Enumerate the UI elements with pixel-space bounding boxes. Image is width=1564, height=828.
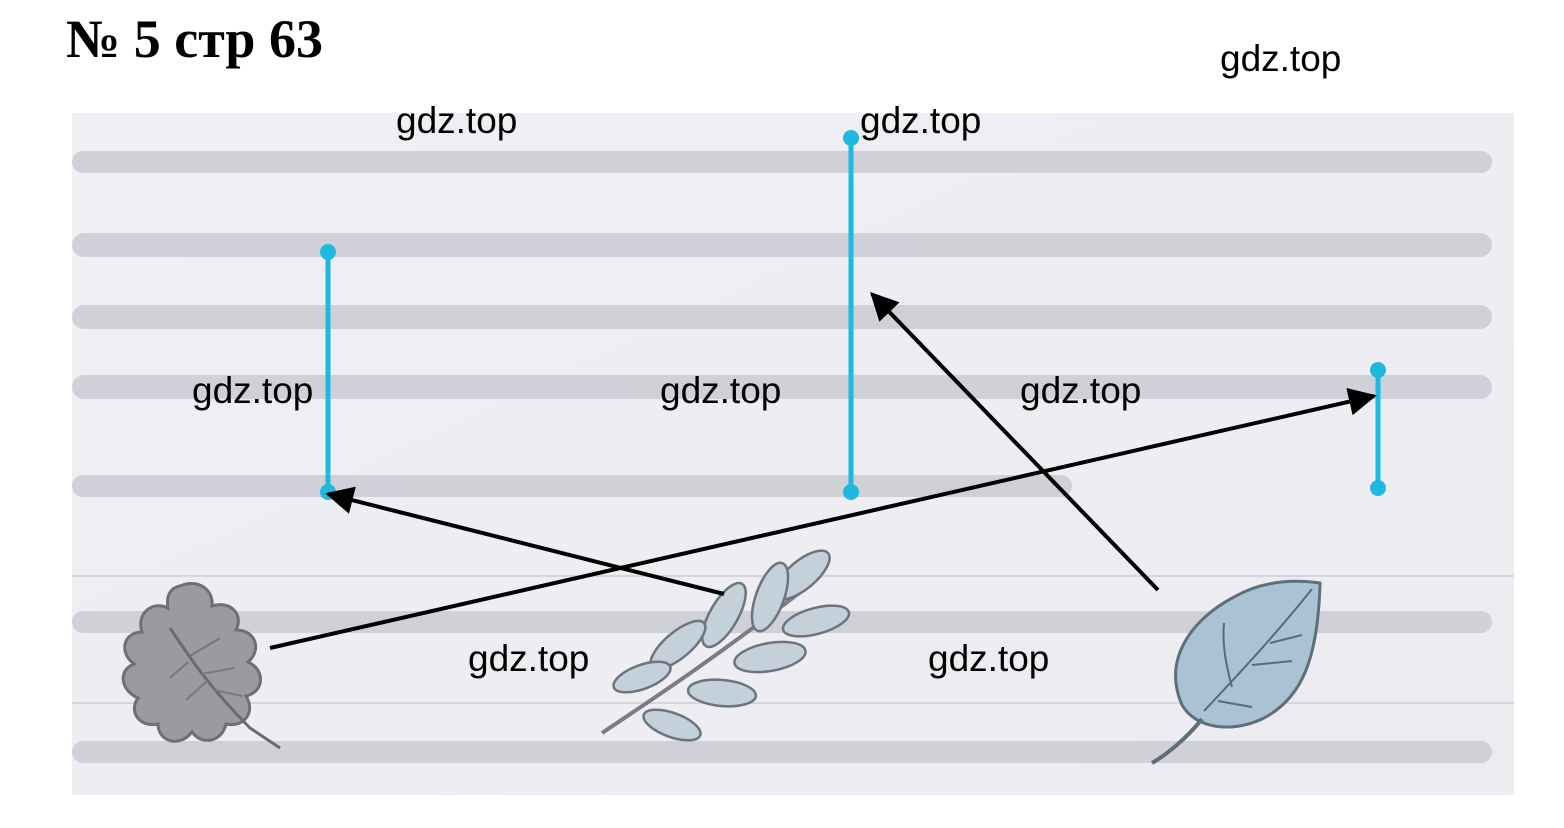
faded-text-lines	[72, 151, 1492, 763]
textbook-photo	[72, 113, 1514, 795]
segment-endpoint	[843, 130, 859, 146]
arrow-oak-to-short-segment	[269, 387, 1377, 650]
rowan-leaf-icon	[600, 549, 851, 742]
watermark: gdz.top	[468, 638, 590, 679]
watermark: gdz.top	[396, 100, 518, 141]
watermark: gdz.top	[1020, 370, 1142, 411]
arrow-rowan-to-medium-segment	[325, 486, 725, 596]
linden-leaf-icon	[1151, 579, 1322, 765]
watermark: gdz.top	[660, 370, 782, 411]
photo-background	[72, 113, 1514, 795]
segment-endpoint	[843, 484, 859, 500]
segment-endpoint	[1370, 362, 1386, 378]
segment-endpoint	[320, 244, 336, 260]
segment-long	[843, 130, 859, 500]
watermark: gdz.top	[928, 638, 1050, 679]
oak-leaf-icon	[121, 582, 281, 750]
segment-endpoint	[1370, 480, 1386, 496]
page-title: № 5 стр 63	[66, 9, 323, 69]
arrow-linden-to-long-segment	[870, 291, 1160, 592]
segment-medium	[320, 244, 336, 500]
watermark: gdz.top	[192, 370, 314, 411]
watermark: gdz.top	[1220, 38, 1342, 79]
segment-endpoint	[320, 484, 336, 500]
watermark: gdz.top	[860, 100, 982, 141]
segment-short	[1370, 362, 1386, 496]
